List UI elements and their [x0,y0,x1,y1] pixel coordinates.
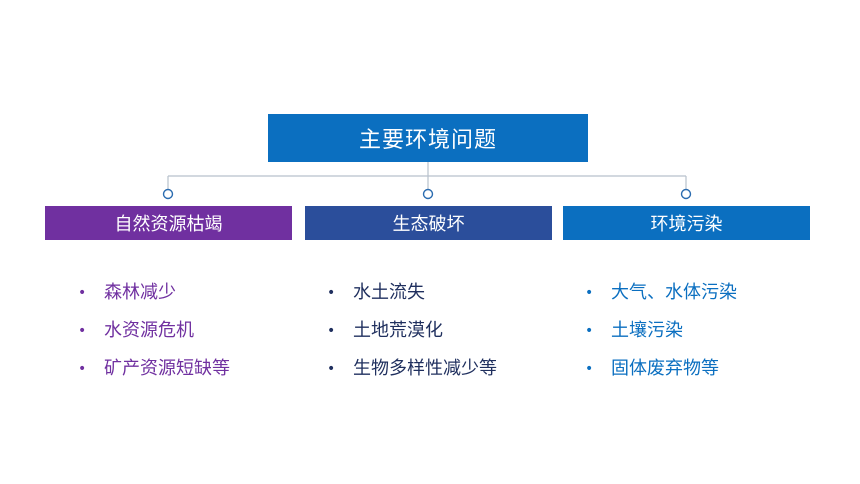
root-title-box: 主要环境问题 [268,114,588,162]
bullet-icon: • [78,285,87,301]
category-box-natural-resources: 自然资源枯竭 [45,206,292,240]
item-list-natural-resources: •森林减少 •水资源危机 •矿产资源短缺等 [78,280,230,394]
list-item: •土壤污染 [585,318,737,356]
category-label: 环境污染 [650,214,723,235]
list-item: •大气、水体污染 [585,280,737,318]
bullet-icon: • [327,323,336,339]
list-item: •固体废弃物等 [585,356,737,394]
bullet-icon: • [585,323,594,339]
list-item: •森林减少 [78,280,230,318]
bullet-icon: • [78,361,87,377]
category-label: 自然资源枯竭 [114,214,223,235]
node-circle-1 [162,188,174,200]
list-item: •水资源危机 [78,318,230,356]
bullet-icon: • [585,361,594,377]
category-box-pollution: 环境污染 [563,206,810,240]
item-list-pollution: •大气、水体污染 •土壤污染 •固体废弃物等 [585,280,737,394]
root-title: 主要环境问题 [358,128,497,153]
list-item: •矿产资源短缺等 [78,356,230,394]
list-item: •水土流失 [327,280,497,318]
bullet-icon: • [327,361,336,377]
list-item: •土地荒漠化 [327,318,497,356]
node-circle-3 [680,188,692,200]
bullet-icon: • [585,285,594,301]
item-list-ecological-damage: •水土流失 •土地荒漠化 •生物多样性减少等 [327,280,497,394]
category-box-ecological-damage: 生态破坏 [305,206,552,240]
category-label: 生态破坏 [392,214,465,235]
list-item: •生物多样性减少等 [327,356,497,394]
bullet-icon: • [327,285,336,301]
node-circle-2 [422,188,434,200]
bullet-icon: • [78,323,87,339]
